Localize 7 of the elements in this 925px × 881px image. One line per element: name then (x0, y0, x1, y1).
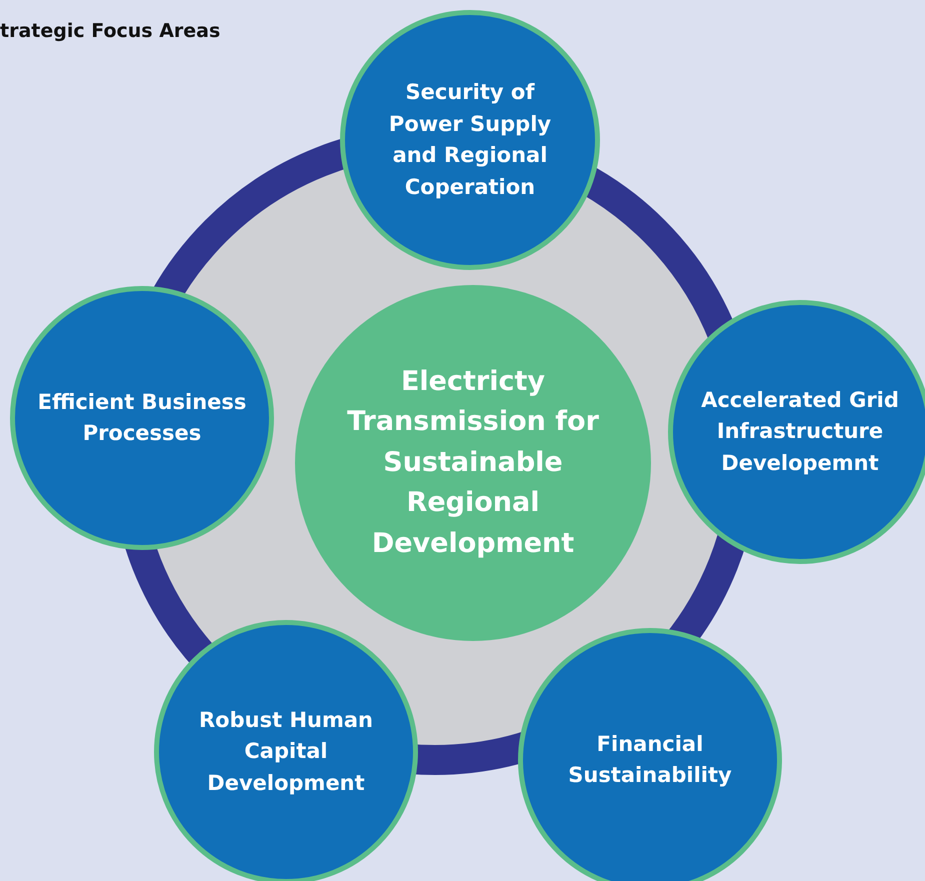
circle-label: Electricty Transmission for Sustainable Regional Development (346, 364, 600, 561)
circle-label: Financial Sustainability (567, 730, 733, 789)
circle-label: Robust Human Capital Development (198, 706, 374, 797)
title: trategic Focus Areas (0, 20, 220, 42)
circle-label: Security of Power Supply and Regional Coperation (388, 79, 552, 200)
circle-label: Efficient Business Processes (37, 388, 247, 447)
circle-label: Accelerated Grid Infrastructure Developemnt (700, 386, 900, 477)
